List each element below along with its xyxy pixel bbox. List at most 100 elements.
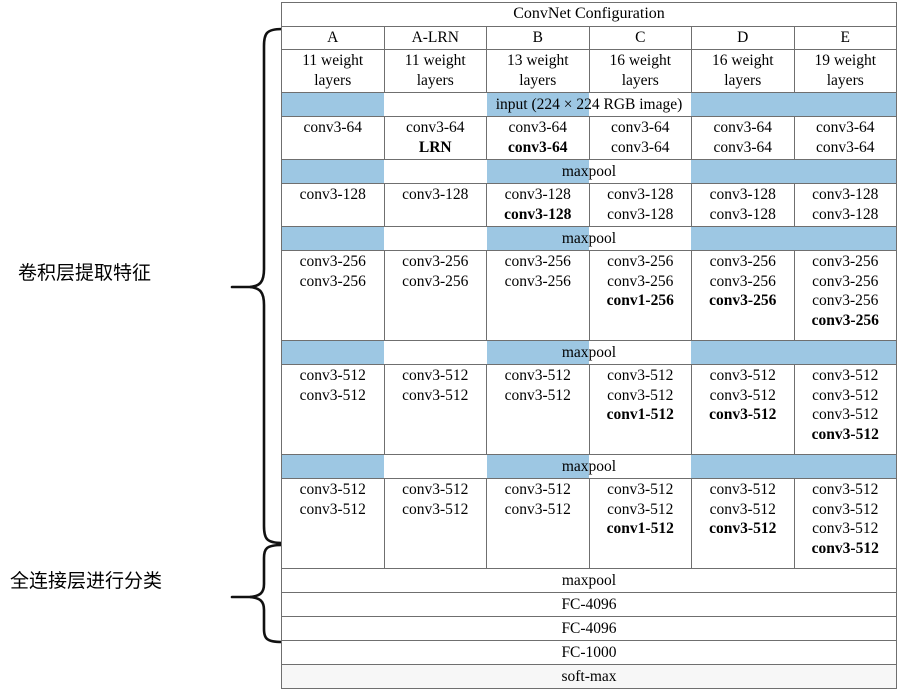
- layer-entry: conv3-512: [812, 500, 879, 518]
- layer-entry: conv3-256: [812, 253, 879, 270]
- brace-conv-layers: [230, 27, 284, 545]
- layer-entry: conv3-512: [299, 481, 366, 498]
- layer-entry: conv3-512: [607, 500, 674, 518]
- layer-entry: conv3-64: [713, 119, 773, 136]
- footer-row-4: FC-1000: [280, 640, 898, 665]
- weight-line: 16 weight: [609, 52, 672, 69]
- block-128-e: conv3-128 conv3-128: [793, 183, 898, 227]
- layer-entry: conv3-64: [508, 138, 568, 156]
- weight-line: 19 weight: [814, 52, 877, 69]
- layer-entry: conv3-256: [709, 292, 777, 309]
- layer-entry: conv3-128: [504, 205, 572, 223]
- input-row-cell: input (224 × 224 RGB image): [280, 92, 898, 117]
- layer-entry: conv3-64: [610, 138, 670, 156]
- layer-entry: conv3-512: [812, 481, 879, 498]
- footer-row-1: maxpool: [280, 568, 898, 593]
- layer-entry: conv3-64: [815, 138, 875, 156]
- weight-line: layers: [826, 71, 864, 89]
- layer-entry: conv3-256: [299, 253, 366, 270]
- block-128-a-lrn: conv3-128: [383, 183, 487, 227]
- layer-entry: conv3-512: [812, 367, 879, 384]
- layer-entry: conv1-512: [606, 520, 674, 537]
- layer-entry: conv3-64: [405, 119, 465, 136]
- layer-entry: conv1-256: [606, 292, 674, 309]
- block-128-b: conv3-128 conv3-128: [486, 183, 590, 227]
- column-stripes: [282, 341, 897, 364]
- column-stripes: [282, 227, 897, 250]
- layer-entry: conv3-64: [303, 119, 363, 136]
- input-row-label: input (224 × 224 RGB image): [495, 96, 683, 113]
- layer-entry: conv3-128: [812, 186, 879, 203]
- maxpool-row-2-cell: maxpool: [280, 226, 898, 251]
- layer-entry: conv3-128: [709, 186, 776, 203]
- block-256-d: conv3-256 conv3-256 conv3-256: [691, 250, 795, 341]
- layer-entry: conv3-64: [713, 138, 773, 156]
- layer-entry: conv3-256: [811, 311, 879, 329]
- block-512-b-c: conv3-512 conv3-512 conv1-512: [588, 478, 692, 569]
- maxpool-row-3: maxpool: [280, 340, 898, 365]
- maxpool-row-1-cell: maxpool: [280, 159, 898, 184]
- block-256-a: conv3-256 conv3-256: [281, 250, 385, 341]
- maxpool-row-1-label: maxpool: [561, 163, 617, 180]
- weight-line: layers: [621, 71, 659, 89]
- layer-entry: conv3-256: [299, 272, 366, 290]
- layer-entry: conv3-128: [299, 186, 366, 203]
- layer-entry: conv3-256: [402, 253, 469, 270]
- weight-layers-e: 19 weight layers: [793, 49, 898, 93]
- layer-entry: conv3-256: [504, 272, 571, 290]
- layer-entry: conv3-512: [402, 481, 469, 498]
- layer-entry: conv3-256: [812, 272, 879, 290]
- block-128-row: conv3-128 conv3-128 conv3-128 conv3-128 conv…: [281, 183, 898, 227]
- layer-entry: conv3-512: [709, 386, 776, 404]
- maxpool-row-3-label: maxpool: [561, 344, 617, 361]
- layer-entry: conv3-512: [402, 386, 469, 404]
- layer-entry: conv3-512: [299, 386, 366, 404]
- column-header-e[interactable]: E: [793, 25, 898, 50]
- layer-entry: conv3-512: [709, 500, 776, 518]
- block-512-b-d: conv3-512 conv3-512 conv3-512: [691, 478, 795, 569]
- layer-entry: conv3-512: [811, 539, 879, 557]
- layer-entry: conv3-128: [709, 205, 776, 223]
- layer-entry: conv3-128: [504, 186, 571, 203]
- layer-entry: conv3-128: [607, 205, 674, 223]
- layer-entry: conv3-512: [709, 367, 776, 384]
- column-header-a[interactable]: A: [281, 25, 385, 50]
- annotation-fc-layers: 全连接层进行分类: [10, 570, 163, 592]
- footer-fc-4096: FC-4096: [280, 592, 898, 617]
- footer-maxpool: maxpool: [280, 568, 898, 593]
- column-stripes: [282, 160, 897, 183]
- layer-entry: conv3-128: [812, 205, 879, 223]
- maxpool-row-2: maxpool: [280, 226, 898, 251]
- weight-line: layers: [724, 71, 762, 89]
- column-header-d[interactable]: D: [691, 25, 795, 50]
- layer-entry: conv3-256: [709, 272, 776, 290]
- column-header-a-lrn[interactable]: A-LRN: [383, 25, 487, 50]
- layer-entry: conv3-512: [709, 481, 776, 498]
- layer-entry: conv3-512: [607, 481, 674, 498]
- layer-entry: conv3-512: [504, 481, 571, 498]
- layer-entry: conv3-512: [709, 520, 777, 537]
- layer-entry: conv3-256: [709, 253, 776, 270]
- column-header-b[interactable]: B: [486, 25, 590, 50]
- footer-row-3: FC-4096: [280, 616, 898, 641]
- column-header-c[interactable]: C: [588, 25, 692, 50]
